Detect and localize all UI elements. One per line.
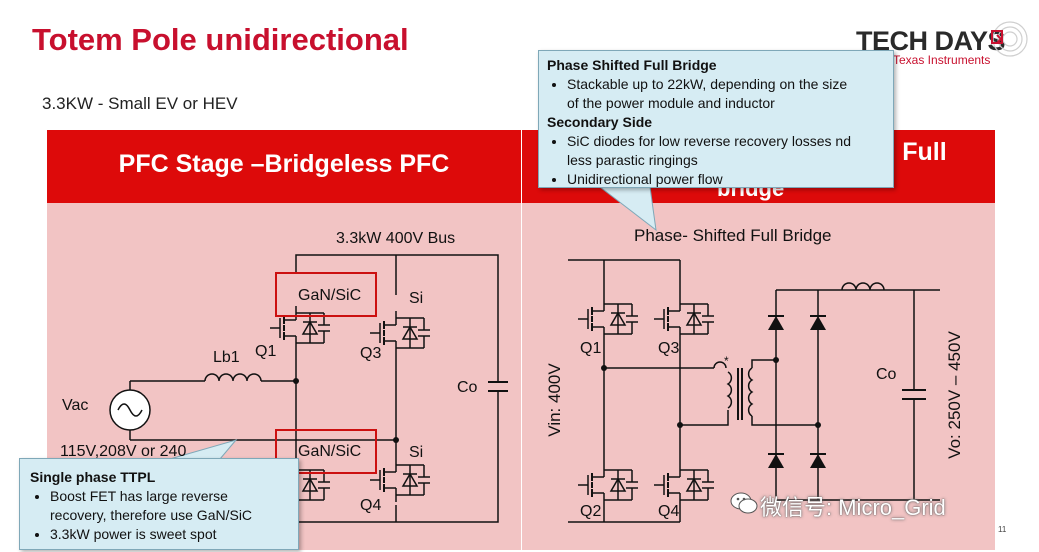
wechat-icon xyxy=(730,492,758,514)
secondary-side-bullet: Unidirectional power flow xyxy=(567,170,885,189)
pfc-q4-label: Q4 xyxy=(360,497,382,514)
psfb-tooltip-heading: Phase Shifted Full Bridge xyxy=(547,57,717,73)
ttpl-tooltip: Single phase TTPL Boost FET has large re… xyxy=(19,458,299,550)
tech-days-logo-icon xyxy=(991,21,1028,57)
pfc-panel-header: PFC Stage –Bridgeless PFC xyxy=(47,130,521,203)
secondary-side-bullet: SiC diodes for low reverse recovery loss… xyxy=(567,132,885,170)
psfb-vin-label: Vin: 400V xyxy=(545,363,564,437)
page-number: 11 xyxy=(998,525,1007,534)
logo-subtext: Texas Instruments xyxy=(893,53,991,67)
psfb-q3-label: Q3 xyxy=(658,340,680,357)
pfc-device-bottom-left: GaN/SiC xyxy=(298,443,362,460)
pfc-q1-label: Q1 xyxy=(255,343,277,360)
ttpl-tooltip-bullet: 3.3kW power is sweet spot xyxy=(50,525,288,544)
pfc-cap-label: Co xyxy=(457,379,478,396)
pfc-device-top-right: Si xyxy=(409,290,424,307)
psfb-circuit xyxy=(568,259,940,523)
pfc-source-label: Vac xyxy=(62,397,89,414)
ttpl-tooltip-heading: Single phase TTPL xyxy=(30,469,156,485)
psfb-q4-label: Q4 xyxy=(658,503,680,520)
psfb-tooltip: Phase Shifted Full Bridge Stackable up t… xyxy=(538,50,894,188)
pfc-q3-label: Q3 xyxy=(360,345,382,362)
secondary-side-heading: Secondary Side xyxy=(547,114,653,130)
pfc-panel-title: PFC Stage –Bridgeless PFC xyxy=(118,150,450,178)
psfb-dot: * xyxy=(724,354,729,368)
psfb-q1-label: Q1 xyxy=(580,340,602,357)
pfc-bus-label: 3.3kW 400V Bus xyxy=(336,230,456,247)
gan-sic-top-box xyxy=(275,272,377,317)
pfc-input-range: 115V,208V or 240 xyxy=(60,443,187,460)
pfc-device-bottom-right: Si xyxy=(409,444,424,461)
psfb-tooltip-bullet: Stackable up to 22kW, depending on the s… xyxy=(567,75,885,113)
slide-title: Totem Pole unidirectional xyxy=(32,22,409,57)
pfc-device-top-left: GaN/SiC xyxy=(298,287,362,304)
psfb-vout-label: Vo: 250V – 450V xyxy=(945,331,964,459)
psfb-cap-label: Co xyxy=(876,366,897,383)
psfb-q2-label: Q2 xyxy=(580,503,602,520)
slide-subtitle: 3.3KW - Small EV or HEV xyxy=(42,94,238,113)
gan-sic-bottom-box xyxy=(275,429,377,474)
pfc-inductor-label: Lb1 xyxy=(213,349,240,366)
watermark: 微信号: Micro_Grid xyxy=(760,495,946,520)
psfb-title: Phase- Shifted Full Bridge xyxy=(634,226,832,245)
